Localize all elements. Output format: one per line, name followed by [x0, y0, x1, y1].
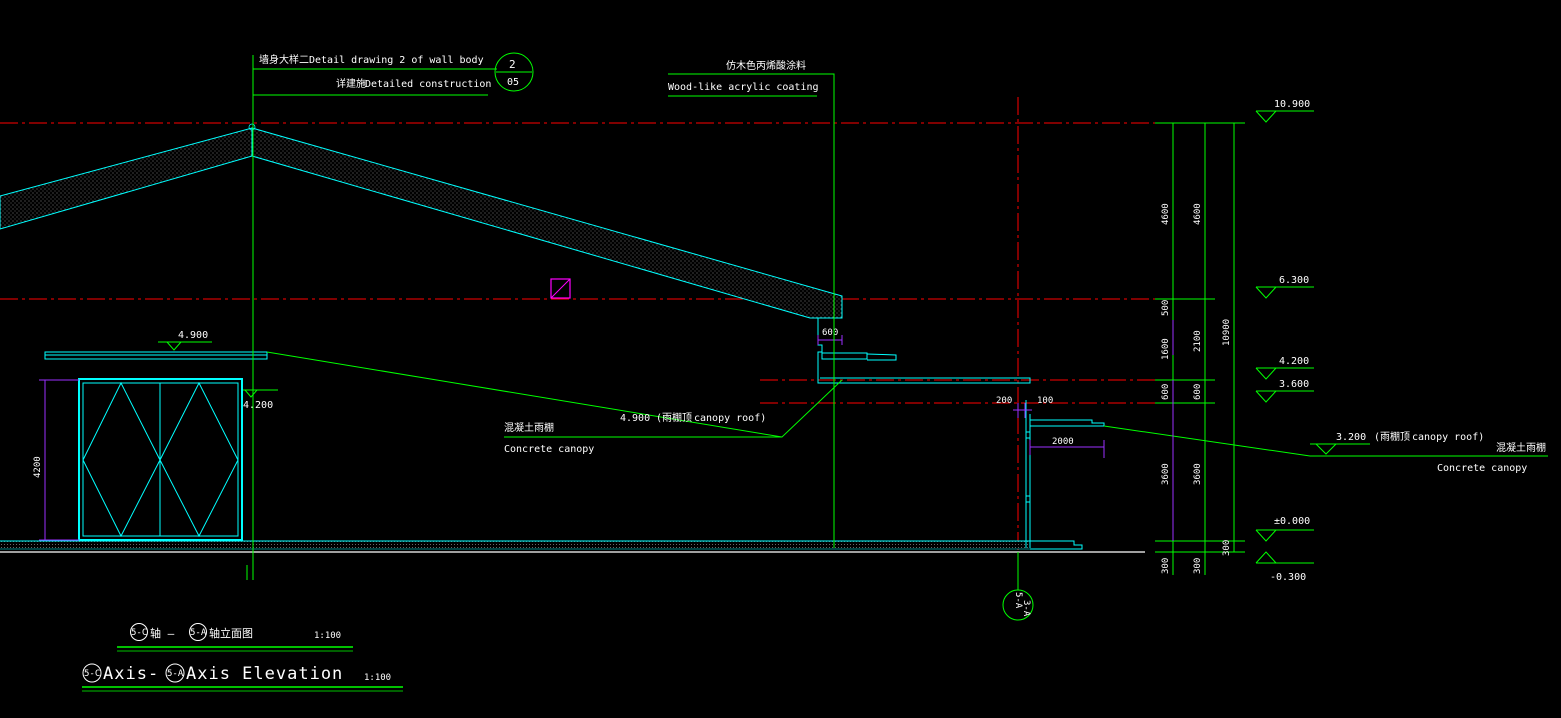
canopy-left-roof-cn: (雨棚顶: [656, 411, 692, 424]
dim-total-10900: 10900: [1222, 319, 1232, 346]
roof-slab-right: [251, 127, 843, 319]
dim-mid-4600: 4600: [1193, 203, 1203, 225]
eave-and-canopy: [817, 318, 1031, 384]
axis-bubble-top: 5-A: [1013, 592, 1023, 609]
coating-cn: 仿木色丙烯酸涂料: [726, 59, 806, 72]
left-canopy: [44, 351, 268, 360]
dim-200: 200: [996, 396, 1012, 406]
title-en-scale: 1:100: [364, 673, 391, 683]
dim-2000: 2000: [1052, 437, 1074, 447]
dim-door-height: 4200: [33, 456, 43, 478]
dim-outer-600: 600: [1161, 384, 1171, 400]
title-en-axis-a: 5-C: [84, 669, 100, 679]
dim-mid-600: 600: [1193, 384, 1203, 400]
canopy-left-roof-en: canopy roof): [694, 413, 766, 424]
wall-detail-ref-cn: 详建施: [336, 77, 366, 90]
title-cn-axis-b: 5-A: [190, 628, 207, 638]
level-marker-4900-left: [158, 341, 212, 351]
coating-en: Wood-like acrylic coating: [668, 82, 819, 93]
leader-lines: [246, 55, 1548, 580]
wall-detail-en: Detail drawing 2 of wall body: [309, 55, 484, 66]
elevation-markers: [1255, 110, 1314, 564]
canopy-left-level: 4.900: [620, 413, 650, 424]
small-dimensions: [1013, 403, 1105, 458]
roof: [0, 123, 843, 319]
detail-bubble-bottom: 05: [507, 77, 519, 88]
title-cn-text2: 轴立面图: [209, 626, 253, 640]
canopy-right-roof-en: canopy roof): [1412, 432, 1484, 443]
dim-outer-3600: 3600: [1161, 463, 1171, 485]
double-door: [78, 378, 243, 541]
level-0000: ±0.000: [1274, 516, 1310, 527]
dim-outer-500: 500: [1161, 300, 1171, 316]
section-marker: [550, 278, 571, 299]
dim-outer-300: 300: [1161, 558, 1171, 574]
dim-eave-600: 600: [822, 328, 838, 338]
canopy-right-en: Concrete canopy: [1437, 463, 1527, 474]
canopy-right-roof-cn: (雨棚顶: [1374, 430, 1410, 443]
level-minus-0300: -0.300: [1270, 572, 1306, 583]
canopy-right-cn: 混凝土雨棚: [1496, 441, 1546, 454]
dim-outer-1600: 1600: [1161, 338, 1171, 360]
axis-bubble-bottom: 3-A: [1021, 600, 1031, 617]
right-wall: [1025, 400, 1105, 548]
wall-detail-ref-en: Detailed construction: [365, 79, 491, 90]
detail-bubble: [494, 52, 534, 92]
canopy-left-en: Concrete canopy: [504, 444, 594, 455]
title-chinese: 5-C 轴 – 5-A 轴立面图 1:100: [117, 623, 353, 652]
title-cn-scale: 1:100: [314, 631, 341, 641]
axis-bubble-5a: [1002, 552, 1034, 621]
level-marker-4200-door: [243, 389, 278, 398]
title-cn-axis-a: 5-C: [131, 628, 147, 638]
title-en-text2: Axis Elevation: [186, 664, 343, 684]
canopy-right-level: 3.200: [1336, 432, 1366, 443]
level-label-4900-left: 4.900: [178, 330, 208, 341]
level-label-4200-door: 4.200: [243, 400, 273, 411]
dim-100: 100: [1037, 396, 1053, 406]
ground: [0, 540, 1145, 553]
dim-mid-300: 300: [1193, 558, 1203, 574]
dim-mid-3600: 3600: [1193, 463, 1203, 485]
title-cn-text1: 轴 –: [150, 626, 175, 640]
level-3600: 3.600: [1279, 379, 1309, 390]
roof-slab-left: [0, 127, 253, 230]
level-10900: 10.900: [1274, 99, 1310, 110]
dim-mid-2100: 2100: [1193, 330, 1203, 352]
eave-dimension-600: [817, 335, 843, 345]
title-en-text1: Axis-: [103, 664, 159, 684]
wall-detail-cn: 墙身大样二: [259, 53, 309, 66]
ridge-marker: [248, 123, 256, 131]
level-axis-lines: [0, 97, 1195, 560]
dim-outer-4600: 4600: [1161, 203, 1171, 225]
title-en-axis-b: 5-A: [167, 669, 184, 679]
dim-right-300: 300: [1222, 540, 1232, 556]
level-6300: 6.300: [1279, 275, 1309, 286]
title-english: 5-C Axis- 5-A Axis Elevation 1:100: [82, 663, 403, 692]
detail-bubble-top: 2: [509, 58, 516, 71]
level-marker-3200: [1310, 443, 1370, 455]
door-height-dimension: [39, 379, 79, 541]
canopy-left-cn: 混凝土雨棚: [504, 421, 554, 434]
level-4200: 4.200: [1279, 356, 1309, 367]
